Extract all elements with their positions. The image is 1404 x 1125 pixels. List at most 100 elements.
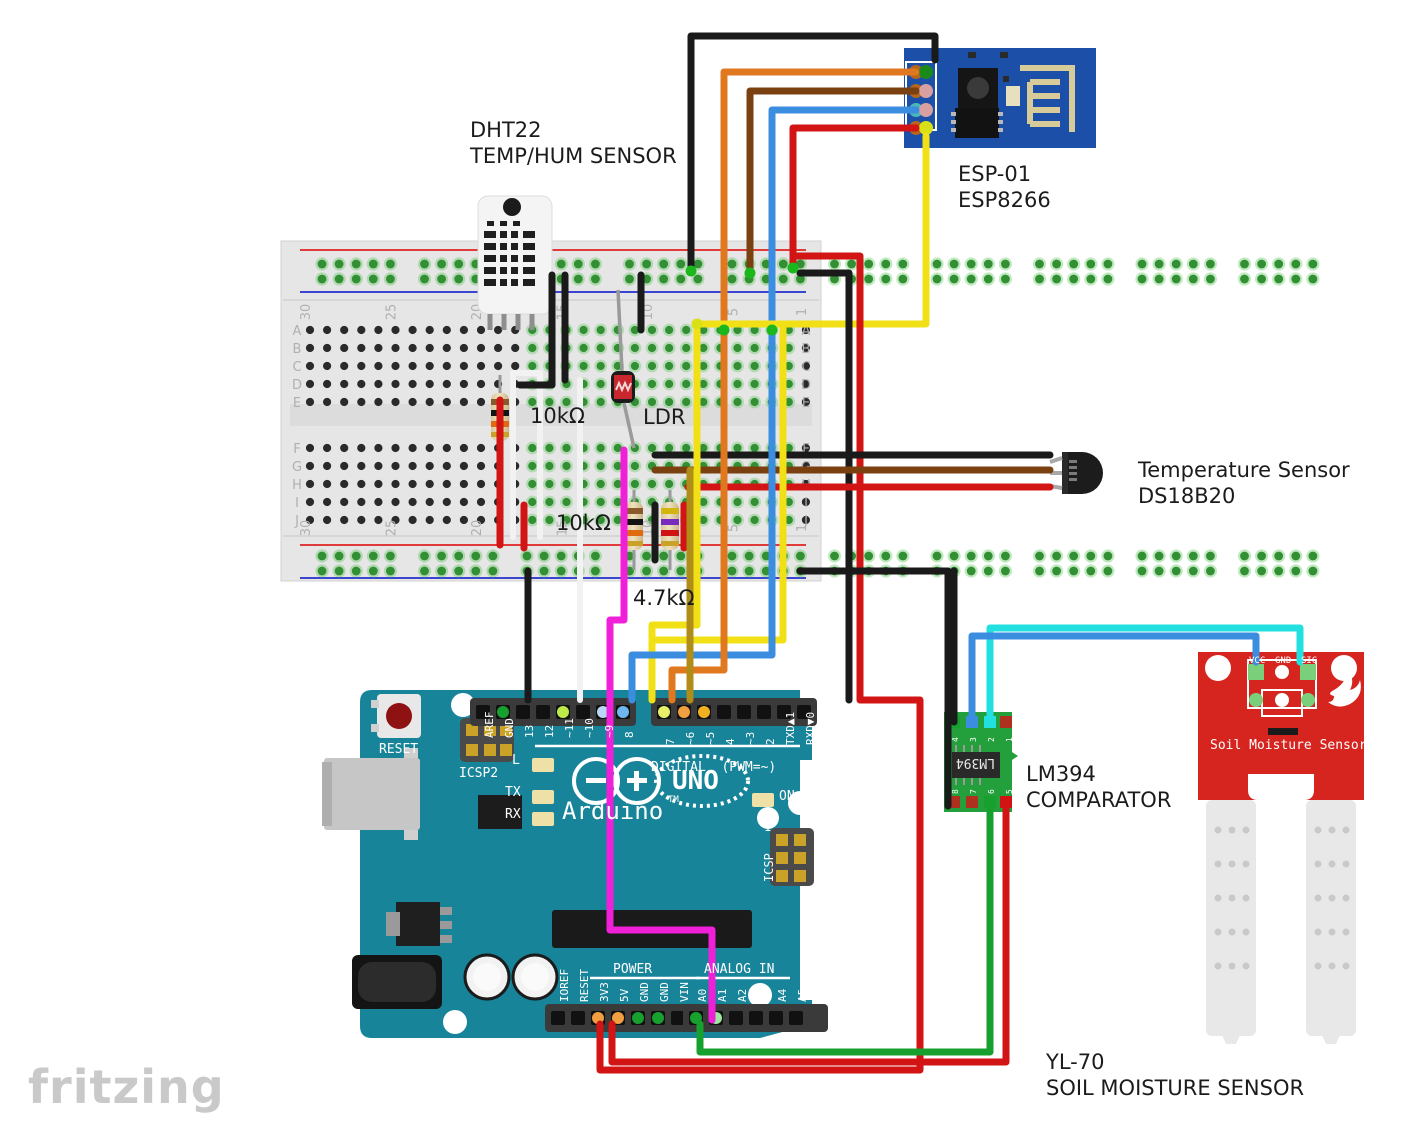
arduino-silk-text: RXD▼0 (804, 711, 817, 745)
arduino-uno-logo-text: UNO (672, 766, 719, 796)
svg-text:B: B (293, 342, 302, 357)
arduino-silk-text: A1 (716, 988, 729, 1002)
arduino-silk-text: IOREF (558, 968, 571, 1002)
module-silk-text: SIG (1301, 656, 1318, 666)
svg-text:5: 5 (727, 308, 742, 316)
arduino-silk-text: L (512, 753, 520, 768)
arduino-silk-text: RESET (379, 742, 419, 757)
arduino-silk-text: RX (505, 807, 521, 822)
arduino-silk-text: 8 (623, 731, 636, 738)
svg-text:D: D (801, 378, 811, 393)
arduino-silk-text: 5V (618, 988, 631, 1002)
module-silk-text: 6 (987, 789, 996, 794)
svg-text:15: 15 (556, 520, 571, 537)
module-silk-text: 1 (1005, 737, 1014, 742)
arduino-silk-text: A5 (796, 988, 809, 1002)
arduino-silk-text: A4 (776, 988, 789, 1002)
svg-text:E: E (802, 396, 810, 411)
svg-text:F: F (802, 442, 809, 457)
wire-endpoints (685, 262, 799, 336)
svg-text:5: 5 (727, 524, 742, 532)
arduino-silk-text: GND (638, 982, 651, 1002)
arduino-uno-board (322, 690, 828, 1038)
svg-text:C: C (292, 360, 301, 375)
ds18b20-sensor (1049, 452, 1103, 494)
resistor-10k-bottom (625, 490, 643, 570)
svg-text:D: D (292, 378, 302, 393)
module-silk-text: 3 (969, 737, 978, 742)
arduino-silk-text: ICSP2 (459, 766, 499, 781)
arduino-silk-text: ~9 (603, 724, 616, 738)
module-silk-text: VCC (1249, 656, 1266, 666)
arduino-silk-text: ~11 (563, 718, 576, 738)
ldr-component (611, 289, 636, 449)
arduino-silk-text: POWER (613, 962, 653, 977)
svg-text:H: H (292, 478, 302, 493)
fritzing-watermark: fritzing (28, 1060, 225, 1114)
svg-text:A: A (802, 324, 811, 339)
svg-text:25: 25 (385, 520, 400, 537)
svg-text:G: G (292, 460, 302, 475)
arduino-silk-text: 4 (724, 738, 737, 745)
svg-text:I: I (804, 496, 808, 511)
arduino-silk-text: 7 (664, 738, 677, 745)
arduino-silk-text: 1 (764, 820, 772, 834)
svg-text:I: I (295, 496, 299, 511)
module-silk-text: 5 (1005, 789, 1014, 794)
svg-text:C: C (801, 360, 810, 375)
module-silk-text: 4 (951, 737, 960, 742)
svg-text:20: 20 (470, 520, 485, 537)
arduino-silk-text: ON (779, 789, 795, 804)
label-dht22: DHT22 TEMP/HUM SENSOR (470, 118, 677, 168)
label-resistor-10k-bottom: 10kΩ (556, 511, 611, 535)
label-esp01: ESP-01 ESP8266 (958, 162, 1051, 212)
arduino-silk-text: ~10 (583, 718, 596, 738)
arduino-silk-text: AREF (483, 711, 496, 739)
analog-header (683, 1004, 828, 1032)
module-silk-text: Soil Moisture Sensor (1210, 738, 1367, 753)
soil-moisture-sensor (1198, 652, 1364, 1044)
esp01-module (904, 48, 1096, 148)
svg-text:30: 30 (299, 304, 314, 321)
power-header (545, 1004, 711, 1032)
arduino-silk-text: ANALOG IN (704, 962, 775, 977)
arduino-silk-text: GND (503, 718, 516, 738)
svg-text:J: J (294, 514, 299, 529)
digital-header-right (651, 698, 817, 726)
svg-text:E: E (293, 396, 301, 411)
label-resistor-10k-top: 10kΩ (530, 404, 585, 428)
svg-text:1: 1 (795, 524, 810, 532)
arduino-silk-text: 13 (523, 724, 536, 738)
svg-text:10: 10 (641, 304, 656, 321)
label-lm394: LM394 COMPARATOR (1026, 762, 1172, 812)
arduino-silk-text: DIGITAL (PWM=~) (651, 760, 777, 775)
arduino-silk-text: 3V3 (598, 982, 611, 1002)
wires (496, 32, 1304, 1074)
label-ds18b20: Temperature Sensor DS18B20 (1138, 458, 1350, 508)
arduino-silk-text: 12 (543, 724, 556, 738)
dht22-sensor (477, 195, 553, 330)
arduino-silk-text: ~6 (684, 731, 697, 745)
svg-text:25: 25 (385, 304, 400, 321)
resistor-4k7 (661, 490, 679, 570)
arduino-silk-text: A0 (696, 988, 709, 1002)
label-yl70: YL-70 SOIL MOISTURE SENSOR (1046, 1050, 1305, 1100)
arduino-silk-text: A2 (736, 988, 749, 1002)
arduino-silk-text: VIN (678, 982, 691, 1002)
module-silk-text: GND (1275, 656, 1292, 666)
label-resistor-4k7: 4.7kΩ (633, 586, 695, 610)
arduino-silk-text: A3 (756, 988, 769, 1002)
svg-text:A: A (293, 324, 302, 339)
module-silk-text: 8 (951, 789, 960, 794)
arduino-brand-text: Arduino (562, 797, 664, 825)
module-silk-text: 2 (987, 737, 996, 742)
arduino-silk-text: 2 (764, 738, 777, 745)
arduino-silk-text: RESET (578, 968, 591, 1002)
arduino-silk-text: GND (658, 982, 671, 1002)
arduino-silk-text: ~5 (704, 731, 717, 745)
svg-text:B: B (802, 342, 811, 357)
label-ldr: LDR (643, 405, 686, 429)
